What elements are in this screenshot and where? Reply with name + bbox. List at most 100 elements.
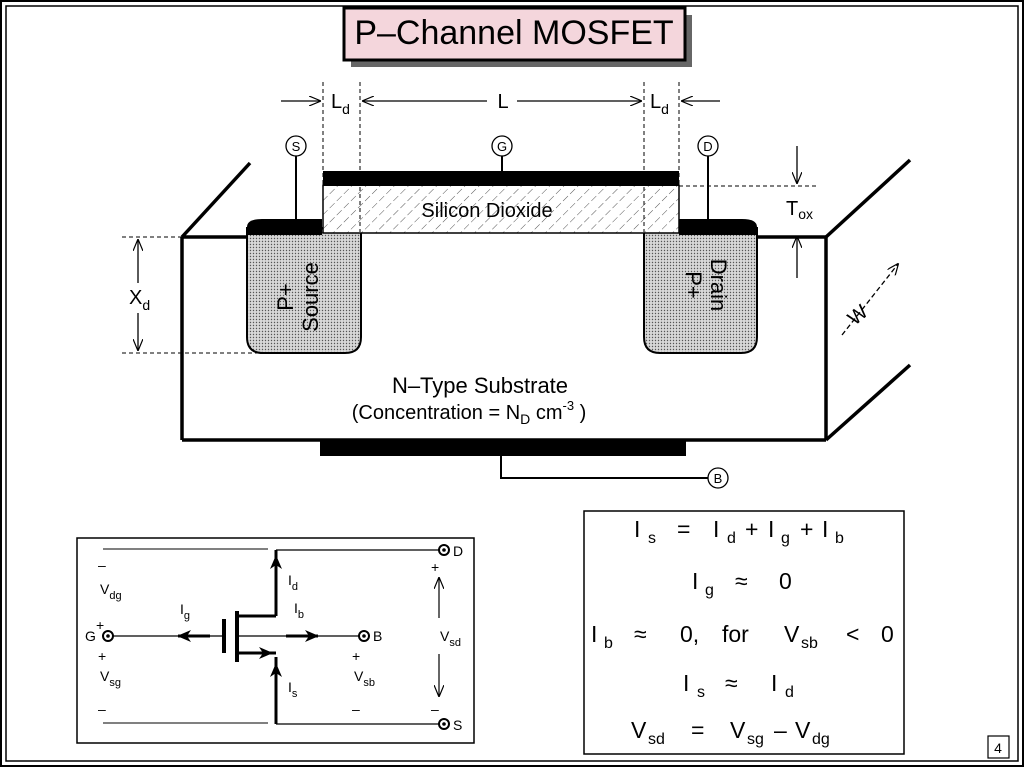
drain-contact (679, 219, 757, 235)
svg-text:V: V (730, 717, 746, 743)
substrate-concentration: (Concentration = ND cm-3 ) (352, 398, 587, 427)
body-terminal (707, 467, 729, 489)
vsb-plus: + (352, 648, 360, 664)
svg-text:V: V (631, 717, 647, 743)
vsg-label: Vsg (100, 668, 121, 689)
equations-box: I s = I d + I g + I b I g ≈ 0 I b ≈ 0, f… (583, 510, 905, 755)
svg-text:sd: sd (648, 731, 665, 748)
svg-text:sg: sg (747, 731, 764, 748)
svg-text:sb: sb (801, 635, 818, 652)
mosfet-cross-section: S G D B Silicon Dioxide N–Type Substrate… (122, 82, 912, 489)
perspective-line (824, 158, 912, 239)
svg-text:s: s (697, 684, 705, 701)
source-contact (247, 219, 322, 235)
perspective-line (824, 363, 912, 442)
vsb-label: Vsb (354, 668, 375, 689)
svg-text:≈: ≈ (634, 621, 647, 647)
slide-inner-border (5, 5, 1019, 762)
page-number-box (987, 735, 1010, 759)
source-terminal-label: S (292, 139, 301, 154)
svg-text:I: I (634, 516, 640, 542)
equation-vsd: V sd = V sg – V dg (631, 717, 830, 748)
vsg-minus: – (98, 701, 106, 717)
perspective-line (180, 161, 252, 239)
body-lead (500, 456, 708, 479)
vsd-plus: + (431, 559, 439, 575)
svg-text:<: < (846, 621, 859, 647)
svg-text:≈: ≈ (735, 568, 748, 594)
vsb-minus: – (352, 701, 360, 717)
vdg-minus: – (98, 557, 106, 573)
svg-text:+: + (800, 516, 813, 542)
source-name: Source (298, 262, 323, 332)
circuit-schematic: D S G B – + + – + – + – Vdg Vsg Vsb Vsd … (76, 537, 475, 744)
svg-text:I: I (591, 621, 597, 647)
svg-text:V: V (784, 621, 800, 647)
svg-text:+: + (745, 516, 758, 542)
svg-text:for: for (722, 621, 749, 647)
drain-label: Drain P+ (681, 259, 731, 312)
gate-electrode (323, 171, 679, 186)
svg-text:V: V (795, 717, 811, 743)
source-label: P+ Source (273, 262, 323, 332)
svg-text:b: b (604, 635, 613, 652)
source-region (246, 227, 362, 354)
svg-text:0: 0 (779, 568, 792, 594)
ld-left-label: Ld (331, 91, 350, 117)
ld-right-label: Ld (650, 91, 669, 117)
svg-text:I: I (713, 516, 719, 542)
page-title: P–Channel MOSFET (354, 14, 673, 52)
body-terminal-label: B (714, 471, 723, 486)
svg-text:d: d (727, 530, 736, 547)
substrate-label: N–Type Substrate (392, 373, 568, 398)
equation-is: I s ≈ I d (683, 670, 794, 701)
gate-node-dot (106, 634, 110, 638)
w-label: W (844, 301, 873, 330)
tox-label: Tox (786, 198, 813, 222)
svg-text:I: I (692, 568, 698, 594)
source-node-dot (442, 722, 446, 726)
title-box: P–Channel MOSFET (342, 6, 692, 67)
svg-text:I: I (822, 516, 828, 542)
svg-text:b: b (835, 530, 844, 547)
svg-text:=: = (691, 717, 704, 743)
svg-text:0,: 0, (680, 621, 699, 647)
svg-text:I: I (768, 516, 774, 542)
svg-text:s: s (648, 530, 656, 547)
equations-frame (583, 510, 905, 755)
is-label: Is (288, 679, 298, 700)
svg-text:g: g (781, 530, 790, 547)
equation-current-sum: I s = I d + I g + I b (634, 516, 844, 547)
source-terminal (285, 135, 307, 157)
id-label: Id (288, 572, 298, 593)
svg-text:I: I (683, 670, 689, 696)
svg-text:d: d (785, 684, 794, 701)
ib-label: Ib (294, 600, 304, 621)
svg-text:dg: dg (812, 731, 830, 748)
svg-text:g: g (705, 582, 714, 599)
gate-terminal (491, 135, 513, 157)
svg-text:0: 0 (881, 621, 894, 647)
drain-node-dot (442, 548, 446, 552)
svg-text:–: – (774, 717, 787, 743)
equation-ig: I g ≈ 0 (692, 568, 792, 599)
vdg-label: Vdg (100, 581, 122, 602)
body-contact (320, 440, 686, 456)
vsg-plus: + (98, 648, 106, 664)
drain-terminal (697, 135, 719, 157)
vsd-minus: – (431, 701, 439, 717)
w-arrow (841, 264, 898, 336)
vsd-label: Vsd (440, 628, 461, 649)
source-type: P+ (273, 283, 298, 311)
drain-terminal-label: D (703, 139, 712, 154)
equation-ib: I b ≈ 0, for V sb < 0 (591, 621, 894, 652)
ig-label: Ig (180, 601, 190, 622)
drain-region (643, 227, 758, 354)
node-d: D (453, 543, 463, 559)
node-s: S (453, 717, 462, 733)
xd-label: Xd (129, 287, 150, 313)
node-g: G (85, 628, 96, 644)
page-number: 4 (994, 740, 1002, 756)
